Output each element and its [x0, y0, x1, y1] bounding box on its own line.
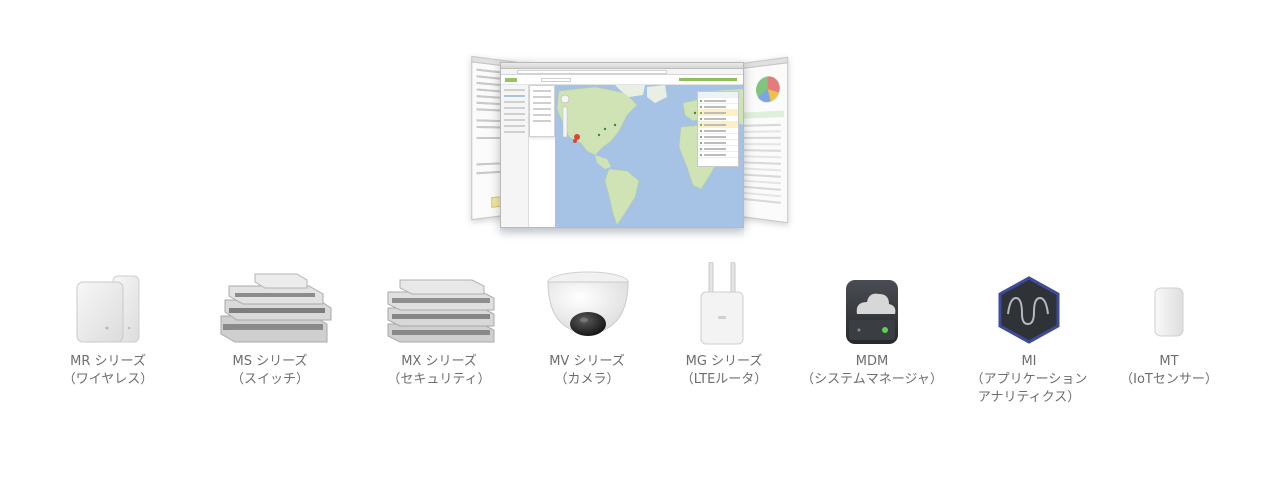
iot-sensor-icon — [1154, 287, 1184, 337]
device-list-panel — [697, 91, 739, 167]
dashboard-main-window — [500, 62, 744, 228]
product-category: （アプリケーション — [970, 372, 1088, 387]
browser-url-bar — [501, 69, 743, 75]
product-mdm[interactable]: MDM （システムマネージャ） — [787, 262, 957, 422]
product-mx[interactable]: MX シリーズ （セキュリティ） — [354, 262, 524, 422]
product-mi[interactable]: MI （アプリケーション アナリティクス） — [944, 262, 1114, 422]
product-category: （LTEルータ） — [680, 372, 768, 387]
dashboard-dropdown-menu — [529, 85, 555, 137]
cloud-manager-icon — [846, 280, 898, 344]
product-name: MX シリーズ — [401, 354, 477, 369]
lte-router-icon — [700, 261, 744, 345]
security-appliance-icon — [387, 279, 495, 343]
product-category: （スイッチ） — [230, 372, 309, 387]
product-name: MDM — [855, 354, 889, 369]
switch-stack-icon — [220, 273, 332, 343]
product-category: （セキュリティ） — [387, 372, 491, 387]
product-ms[interactable]: MS シリーズ （スイッチ） — [185, 262, 355, 422]
product-mg[interactable]: MG シリーズ （LTEルータ） — [639, 261, 809, 422]
product-mt[interactable]: MT （IoTセンサー） — [1084, 262, 1254, 422]
browser-titlebar — [501, 63, 743, 69]
product-name: MI — [1021, 354, 1037, 369]
product-name: MT — [1159, 354, 1179, 369]
product-name: MG シリーズ — [685, 354, 763, 369]
dashboard-screenshot-montage — [466, 55, 796, 238]
dashboard-header — [501, 75, 743, 85]
product-category: （カメラ） — [554, 372, 620, 387]
product-name: MR シリーズ — [70, 354, 146, 369]
product-mr[interactable]: MR シリーズ （ワイヤレス） — [23, 262, 193, 422]
dome-camera-icon — [547, 271, 629, 336]
product-name: MS シリーズ — [232, 354, 308, 369]
product-category: （システムマネージャ） — [801, 372, 943, 387]
analytics-hexagon-icon — [998, 276, 1060, 344]
window-reflection — [500, 228, 744, 238]
product-category: （ワイヤレス） — [62, 372, 154, 387]
product-lineup: MR シリーズ （ワイヤレス） MS シリーズ （スイッチ） — [0, 261, 1280, 422]
product-category: （IoTセンサー） — [1120, 372, 1218, 387]
pie-chart-icon — [756, 75, 780, 103]
product-category-line2: アナリティクス） — [977, 390, 1081, 405]
product-name: MV シリーズ — [549, 354, 625, 369]
dashboard-sidebar — [501, 85, 529, 227]
access-point-icon — [76, 275, 140, 343]
product-mv[interactable]: MV シリーズ （カメラ） — [502, 262, 672, 422]
